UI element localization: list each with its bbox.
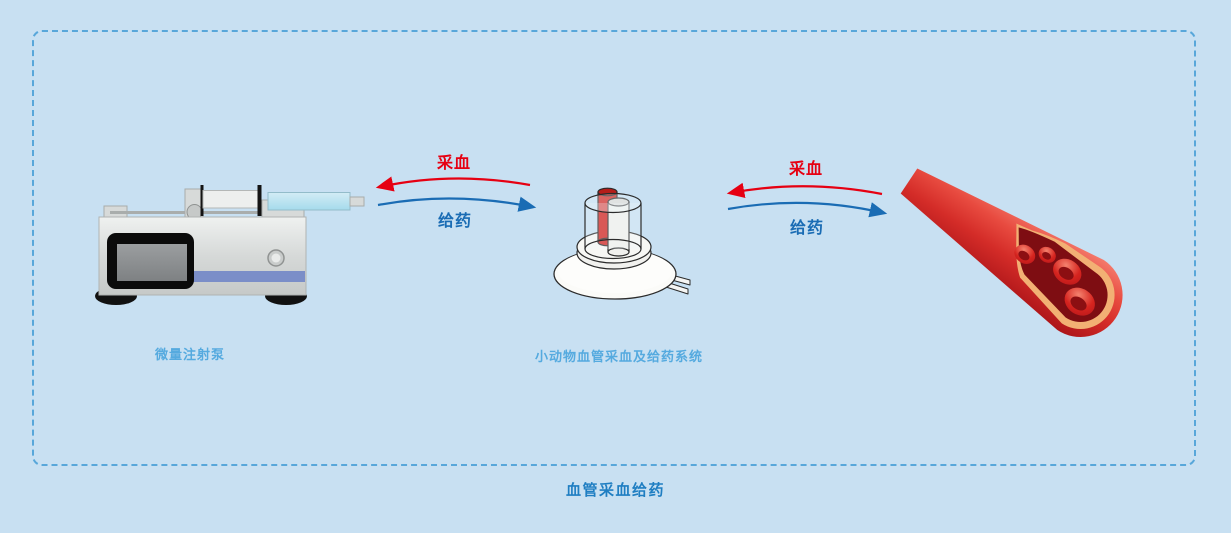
cannula-system-illustration (553, 187, 691, 300)
red-blood-cell (1064, 287, 1095, 316)
flow-arrows-pump-system (375, 176, 537, 212)
syringe-plunger-flange (200, 185, 204, 216)
drug-delivery-label-left: 给药 (437, 213, 473, 230)
syringe-pump-illustration (95, 185, 365, 305)
blood-collection-label-right: 采血 (788, 161, 824, 178)
pump-knob-center (271, 253, 281, 263)
syringe-liquid-body (267, 192, 351, 211)
clear-cylinder-bottom-rim (584, 238, 642, 260)
blood-collection-arrow-right (726, 182, 883, 198)
pump-blue-stripe (150, 271, 305, 282)
flow-arrows-system-vessel (726, 182, 888, 218)
diagram-caption: 血管采血给药 (565, 482, 665, 499)
pump-label: 微量注射泵 (154, 347, 225, 362)
syringe-tip (349, 196, 365, 207)
blood-vessel-illustration (900, 168, 1123, 337)
blood-collection-arrow-left (375, 176, 531, 192)
drug-delivery-arrow-left (377, 196, 537, 212)
syringe-barrel (202, 190, 260, 209)
clear-cylinder-top-rim (584, 192, 642, 214)
system-label: 小动物血管采血及给药系统 (534, 349, 703, 364)
drug-delivery-arrow-right (727, 201, 888, 218)
diagram-dashed-border (32, 30, 1196, 466)
drug-delivery-label-right: 给药 (789, 220, 825, 237)
blood-collection-label-left: 采血 (436, 155, 472, 172)
red-blood-cell (1038, 246, 1056, 263)
red-blood-cell (1014, 244, 1036, 264)
pump-screen (117, 244, 187, 281)
white-cylinder-top (607, 197, 630, 207)
white-cylinder-bottom (607, 247, 630, 257)
syringe-barrel-flange (257, 185, 262, 216)
red-blood-cell (1053, 258, 1082, 285)
